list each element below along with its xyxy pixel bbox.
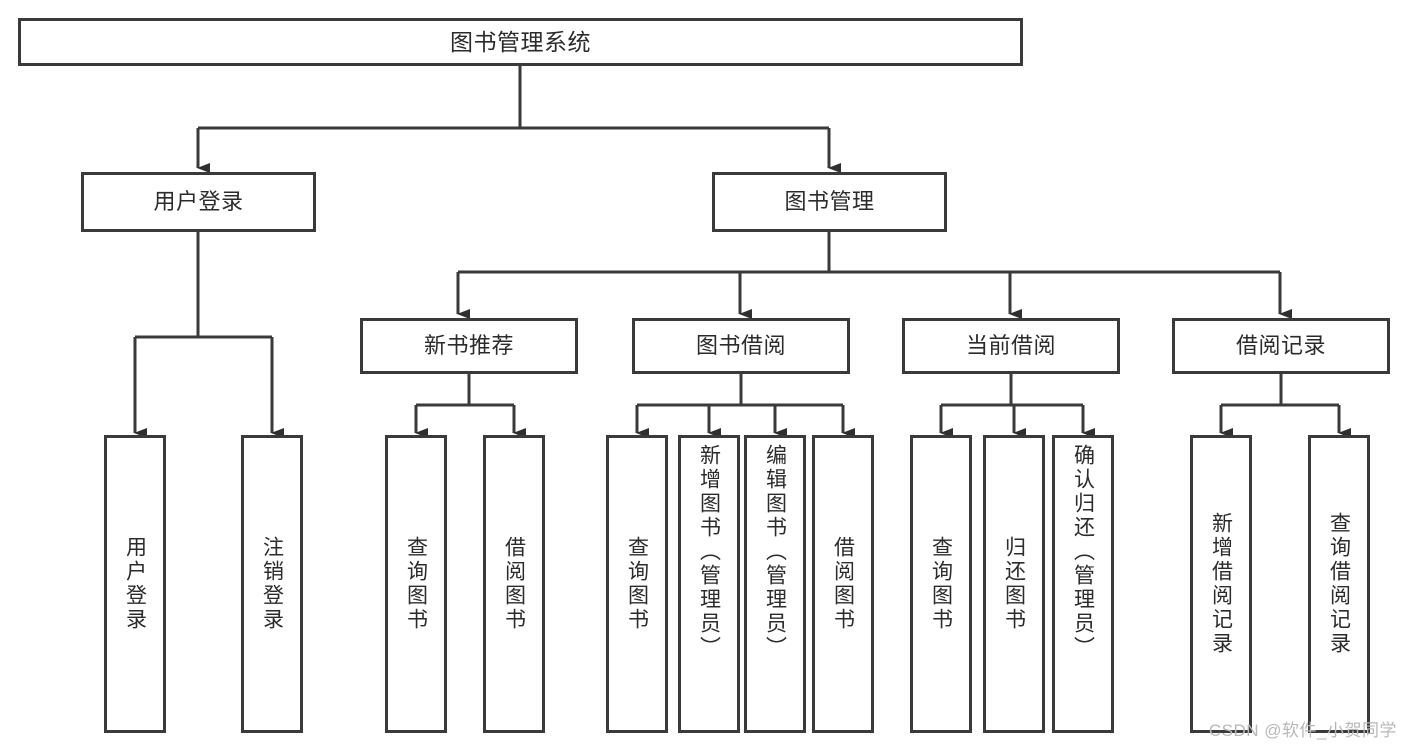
- node-root[interactable]: 图书管理系统: [18, 18, 1023, 66]
- node-leaf-add-record[interactable]: 新增借阅记录: [1190, 435, 1252, 733]
- node-root-label: 图书管理系统: [450, 28, 591, 55]
- node-leaf-borrow-book-1-label: 借阅图书: [502, 536, 526, 632]
- node-leaf-add-book-label: 新增图书（管理员）: [697, 444, 721, 660]
- node-leaf-add-record-label: 新增借阅记录: [1209, 512, 1233, 656]
- node-leaf-query-book-2-label: 查询图书: [625, 536, 649, 632]
- node-book-borrow-label: 图书借阅: [695, 333, 786, 359]
- node-borrow-record-label: 借阅记录: [1235, 333, 1326, 359]
- node-leaf-query-book-1-label: 查询图书: [404, 536, 428, 632]
- node-borrow-record[interactable]: 借阅记录: [1172, 318, 1390, 374]
- node-leaf-add-book[interactable]: 新增图书（管理员）: [678, 435, 740, 733]
- node-leaf-query-book-3[interactable]: 查询图书: [910, 435, 972, 733]
- node-book-borrow[interactable]: 图书借阅: [632, 318, 850, 374]
- node-leaf-confirm-return-label: 确认归还（管理员）: [1071, 444, 1095, 660]
- node-leaf-confirm-return[interactable]: 确认归还（管理员）: [1052, 435, 1114, 733]
- node-leaf-query-book-2[interactable]: 查询图书: [606, 435, 668, 733]
- node-current-borrow-label: 当前借阅: [965, 333, 1056, 359]
- node-leaf-query-book-1[interactable]: 查询图书: [385, 435, 447, 733]
- node-leaf-edit-book[interactable]: 编辑图书（管理员）: [744, 435, 806, 733]
- node-leaf-user-login-label: 用户登录: [123, 536, 147, 632]
- node-user-login-label: 用户登录: [153, 189, 244, 215]
- node-book-management-label: 图书管理: [784, 189, 875, 215]
- node-leaf-user-login[interactable]: 用户登录: [104, 435, 166, 733]
- node-leaf-query-record[interactable]: 查询借阅记录: [1308, 435, 1370, 733]
- node-user-login[interactable]: 用户登录: [81, 172, 316, 232]
- node-leaf-logout[interactable]: 注销登录: [241, 435, 303, 733]
- node-new-book-recommend[interactable]: 新书推荐: [360, 318, 578, 374]
- node-current-borrow[interactable]: 当前借阅: [902, 318, 1120, 374]
- node-leaf-return-book[interactable]: 归还图书: [983, 435, 1045, 733]
- node-leaf-query-book-3-label: 查询图书: [929, 536, 953, 632]
- node-leaf-borrow-book-1[interactable]: 借阅图书: [483, 435, 545, 733]
- node-leaf-borrow-book-2[interactable]: 借阅图书: [812, 435, 874, 733]
- node-leaf-logout-label: 注销登录: [260, 536, 284, 632]
- node-leaf-edit-book-label: 编辑图书（管理员）: [763, 444, 787, 660]
- watermark-text: CSDN @软件_小贺同学: [1208, 721, 1397, 740]
- node-leaf-return-book-label: 归还图书: [1002, 536, 1026, 632]
- node-new-book-recommend-label: 新书推荐: [423, 333, 514, 359]
- node-leaf-borrow-book-2-label: 借阅图书: [831, 536, 855, 632]
- node-book-management[interactable]: 图书管理: [712, 172, 947, 232]
- node-leaf-query-record-label: 查询借阅记录: [1327, 512, 1351, 656]
